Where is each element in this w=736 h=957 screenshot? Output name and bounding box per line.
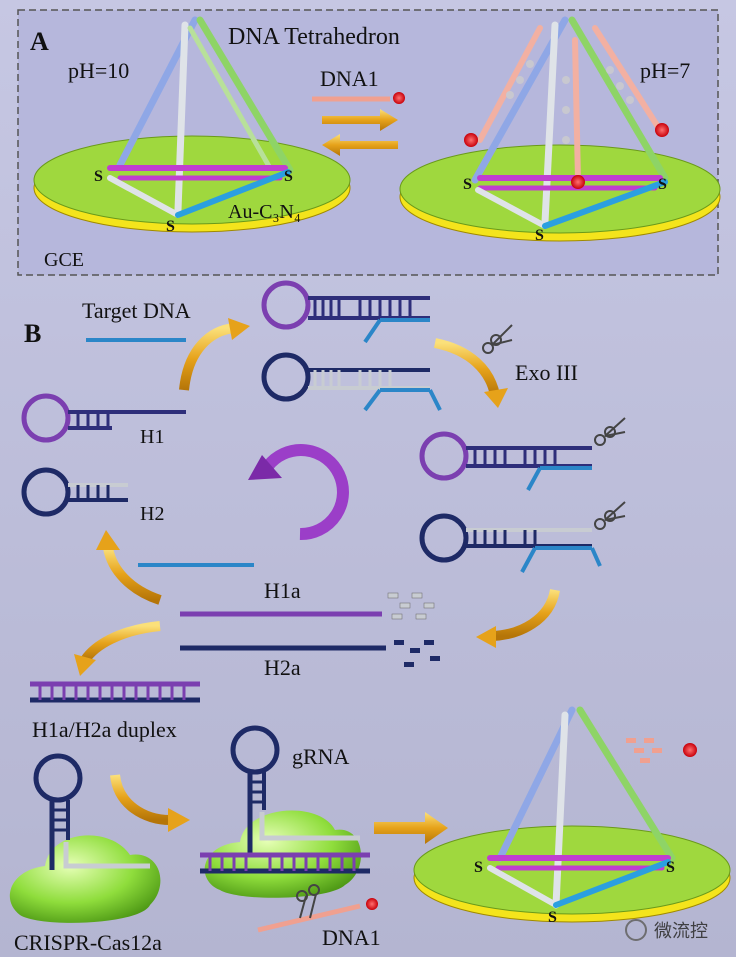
left-tetrahedron [107, 16, 294, 218]
h2-target-complex [261, 352, 442, 412]
flow-arrow-icon [110, 774, 171, 825]
signal-label-icon [393, 92, 405, 104]
h2a-label: H2a [264, 655, 301, 680]
flow-arrow-icon [179, 323, 236, 391]
nucleotide-fragments-icon [387, 592, 435, 620]
surface-label: Au-C₃N₄ [228, 201, 301, 223]
h1-target-complex [261, 280, 430, 344]
flow-arrow-icon [80, 621, 161, 664]
crispr-label: CRISPR-Cas12a [14, 930, 162, 955]
arrowhead-icon [484, 388, 508, 408]
watermark-text: 微流控 [654, 921, 708, 942]
activated-cas12a [200, 725, 370, 898]
h1-hairpin [21, 393, 186, 443]
thiol-label: S [658, 176, 667, 193]
scissors-icon [594, 501, 626, 530]
h1-cleaved-complex [419, 431, 592, 491]
flow-arrow-icon [491, 588, 560, 641]
electrode-label: GCE [44, 249, 84, 271]
arrowhead-icon [228, 318, 250, 340]
ph-right-label: pH=7 [640, 58, 690, 83]
flow-arrow-icon [103, 546, 162, 605]
panel-b: B Target DNA [9, 280, 731, 955]
grna-label: gRNA [292, 744, 350, 769]
cas12a-protein [9, 835, 161, 923]
signal-label-icon [366, 898, 378, 910]
ph-left-label: pH=10 [68, 58, 129, 83]
thiol-label: S [666, 859, 675, 876]
thiol-label: S [548, 909, 557, 926]
final-electrode [413, 825, 731, 923]
right-electrode [399, 144, 721, 242]
target-dna-label: Target DNA [82, 298, 191, 323]
h1-label: H1 [140, 426, 164, 448]
dna1-strand [257, 903, 361, 933]
equilibrium-arrows-icon [322, 109, 398, 156]
h2-cleaved-complex [419, 513, 602, 573]
scissors-icon [296, 884, 320, 919]
duplex-label: H1a/H2a duplex [32, 717, 177, 742]
panel-a-title: DNA Tetrahedron [228, 24, 400, 50]
right-tetrahedron [471, 16, 669, 229]
scissors-icon [594, 417, 626, 446]
thiol-label: S [535, 227, 544, 244]
thiol-label: S [166, 218, 175, 235]
h1a-h2a-duplex [30, 681, 200, 703]
signal-label-icon [655, 123, 669, 137]
thiol-label: S [474, 859, 483, 876]
arrowhead-icon [74, 654, 96, 676]
arrowhead-icon [168, 808, 190, 832]
panel-b-letter: B [24, 319, 41, 348]
h2-label: H2 [140, 503, 164, 525]
arrowhead-icon [96, 530, 120, 550]
thiol-label: S [284, 168, 293, 185]
watermark: 微流控 [625, 919, 708, 942]
dna1-label: DNA1 [320, 66, 379, 91]
flow-arrow-icon [374, 812, 448, 844]
h2-hairpin [21, 467, 128, 517]
final-tetrahedron [487, 706, 676, 909]
crispr-grna [33, 753, 150, 870]
signal-label-icon [464, 133, 478, 147]
scissors-icon [482, 324, 513, 354]
h1a-label: H1a [264, 578, 301, 603]
cycle-arrow-icon [248, 444, 349, 541]
left-electrode [33, 135, 351, 233]
panel-a: S S S A DNA Tetrahedron pH=10 pH=7 Au-C₃… [17, 9, 721, 276]
dna1-label: DNA1 [322, 925, 381, 950]
panel-a-letter: A [30, 27, 49, 56]
nucleotide-fragments-icon [394, 640, 440, 667]
arrowhead-icon [476, 626, 496, 648]
signal-label-icon [571, 175, 585, 189]
thiol-label: S [94, 168, 103, 185]
thiol-label: S [463, 176, 472, 193]
dna1-fragments-icon [626, 738, 662, 763]
exo-iii-label: Exo III [515, 360, 578, 385]
signal-label-icon [683, 743, 697, 757]
flow-arrow-icon [433, 338, 500, 397]
